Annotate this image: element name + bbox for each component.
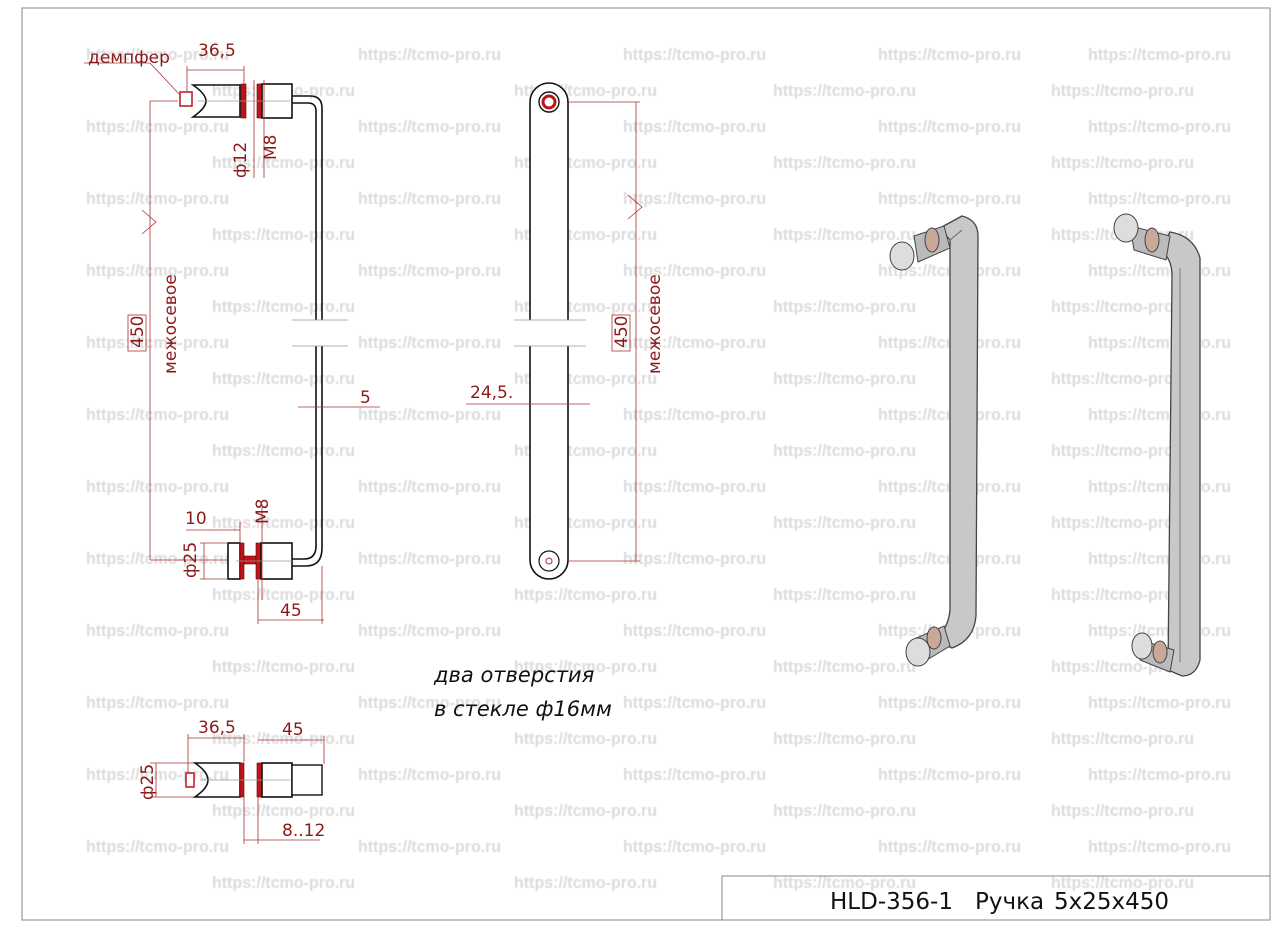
break-gap: [290, 320, 350, 346]
bottom-cap-dimension: 10: [185, 509, 207, 529]
isometric-view-1: [889, 215, 979, 667]
front-view: демпфер 36,5 ф12 M8 450 межосевое 5 10 M…: [84, 41, 380, 624]
offset-dimension: 24,5.: [470, 383, 513, 403]
center-distance-label: межосевое: [161, 274, 181, 374]
product-code: HLD-356-1: [830, 889, 953, 915]
product-size: 5x25x450: [1054, 889, 1169, 915]
note-line-2: в стекле ф16мм: [434, 697, 612, 721]
top-thread-dimension: M8: [261, 135, 281, 160]
detail-view: 36,5 45 ф25 8..12: [138, 718, 325, 844]
note-line-1: два отверстия: [433, 663, 594, 687]
top-knob: [190, 84, 241, 118]
isometric-view-2: [1113, 213, 1201, 677]
detail-diameter-dimension: ф25: [138, 764, 158, 800]
damper: [179, 91, 193, 107]
top-width-dimension: 36,5: [198, 41, 236, 61]
bottom-thread-dimension: M8: [253, 499, 273, 524]
side-view: 24,5. 450 межосевое: [466, 82, 665, 580]
side-center-distance-dimension: 450: [612, 316, 632, 348]
title-block: HLD-356-1 Ручка 5x25x450: [721, 875, 1271, 921]
bottom-diameter-dimension: ф25: [181, 542, 201, 578]
side-center-distance-label: межосевое: [645, 274, 665, 374]
product-name: Ручка: [975, 889, 1044, 915]
drawing-frame: [21, 7, 1271, 921]
detail-width-dimension: 36,5: [198, 718, 236, 738]
top-diameter-dimension: ф12: [231, 142, 251, 178]
center-distance-dimension: 450: [128, 316, 148, 348]
glass-thickness-dimension: 8..12: [282, 821, 325, 841]
detail-length-dimension: 45: [282, 720, 304, 740]
bottom-length-dimension: 45: [280, 601, 302, 621]
damper-label: демпфер: [88, 48, 170, 68]
bar-thickness-dimension: 5: [360, 388, 371, 408]
